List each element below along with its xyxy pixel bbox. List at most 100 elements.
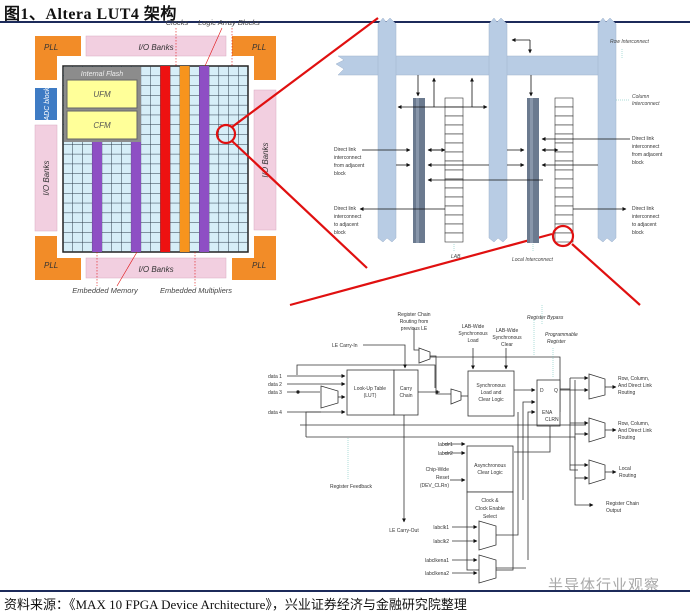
svg-text:Look-Up Table: Look-Up Table <box>354 386 386 392</box>
figure-title: 图1、Altera LUT4 架构 <box>4 6 177 23</box>
svg-text:Output: Output <box>606 508 622 514</box>
multiplier-column <box>179 66 190 252</box>
svg-text:CLRN: CLRN <box>545 417 559 423</box>
logic-element-cell <box>554 133 574 144</box>
svg-text:Interconnect: Interconnect <box>632 101 660 107</box>
svg-text:Clock Enable: Clock Enable <box>475 506 505 512</box>
logic-element-cell <box>444 214 464 225</box>
clock-mux <box>478 520 497 551</box>
svg-text:Q: Q <box>554 388 558 394</box>
logic-element-cell <box>444 97 464 108</box>
clocks-label: Clocks <box>166 18 189 27</box>
register-bypass-label: Register Bypass <box>527 315 564 321</box>
source-note: 资料来源：《MAX 10 FPGA Device Architecture》，兴… <box>4 597 467 612</box>
svg-text:Direct link: Direct link <box>632 136 654 142</box>
memory-column <box>131 142 141 252</box>
svg-text:Synchronous: Synchronous <box>476 383 506 389</box>
svg-text:(LUT): (LUT) <box>364 393 377 399</box>
clock-column <box>160 66 171 252</box>
le-carry-out-label: LE Carry-Out <box>389 528 419 534</box>
svg-text:block: block <box>334 171 346 177</box>
svg-text:to adjacent: to adjacent <box>632 222 657 228</box>
callout-line <box>231 17 379 128</box>
svg-text:Register: Register <box>547 339 566 345</box>
svg-text:I/O Banks: I/O Banks <box>261 142 270 177</box>
logic-element-cell <box>444 142 464 153</box>
pll-bottom-left: PLL <box>35 236 81 280</box>
svg-text:Routing: Routing <box>619 473 636 479</box>
svg-text:I/O Banks: I/O Banks <box>42 160 51 195</box>
logic-array-blocks-label: Logic Array Blocks <box>198 18 260 27</box>
svg-text:block: block <box>632 230 644 236</box>
svg-text:Chip-Wide: Chip-Wide <box>426 467 450 473</box>
ufm-block <box>66 79 138 109</box>
logic-element-cell <box>554 115 574 126</box>
top-rule <box>0 21 690 23</box>
svg-text:D: D <box>540 388 544 394</box>
svg-text:Reset: Reset <box>436 475 450 481</box>
svg-text:labclk2: labclk2 <box>433 539 449 545</box>
svg-text:block: block <box>334 230 346 236</box>
logic-element-cell <box>444 196 464 207</box>
mux <box>418 347 431 364</box>
mux <box>450 388 462 405</box>
flip-flop <box>536 379 561 427</box>
svg-text:Direct link: Direct link <box>632 206 654 212</box>
logic-element-cell <box>554 205 574 216</box>
mux <box>320 385 339 409</box>
cfm-block <box>66 110 138 140</box>
svg-text:Chain: Chain <box>399 393 412 399</box>
svg-text:Column: Column <box>632 94 649 100</box>
logic-element-cell <box>444 124 464 135</box>
watermark: 半导体行业观察 <box>548 577 661 594</box>
logic-element-cell <box>554 196 574 207</box>
svg-text:I/O Banks: I/O Banks <box>138 265 173 274</box>
pll-top-right: PLL <box>232 36 276 80</box>
svg-text:from adjacent: from adjacent <box>632 152 663 158</box>
svg-text:block: block <box>632 160 644 166</box>
logic-element-cell <box>444 151 464 162</box>
output-mux <box>588 459 606 485</box>
logic-element-cell <box>554 178 574 189</box>
svg-text:labclr2: labclr2 <box>438 451 453 457</box>
svg-text:Synchronous: Synchronous <box>492 335 522 341</box>
logic-element-cell <box>554 142 574 153</box>
embedded-multipliers-label: Embedded Multipliers <box>160 286 232 295</box>
svg-text:Clear: Clear <box>501 342 513 348</box>
callout-line <box>289 232 553 307</box>
io-bank-right: I/O Banks <box>253 89 277 231</box>
svg-text:I/O Banks: I/O Banks <box>138 43 173 52</box>
svg-text:Direct link: Direct link <box>334 206 356 212</box>
svg-text:previous LE: previous LE <box>401 326 428 332</box>
svg-text:Local: Local <box>619 466 631 472</box>
svg-text:data 4: data 4 <box>268 410 282 416</box>
callout-circle-le <box>551 224 575 248</box>
logic-element-cell <box>444 115 464 126</box>
svg-text:Load: Load <box>467 338 478 344</box>
svg-text:ADC block: ADC block <box>44 87 51 122</box>
lab-stack <box>444 97 464 243</box>
chip-floorplan: PLL PLL PLL PLL I/O Banks I/O Banks I/O … <box>34 18 277 295</box>
row-interconnect-bar <box>335 55 611 76</box>
svg-text:Row, Column,: Row, Column, <box>618 421 649 427</box>
svg-text:Clear Logic: Clear Logic <box>478 397 504 403</box>
local-interconnect-label: Local Interconnect <box>512 257 553 263</box>
svg-text:Carry: Carry <box>400 386 413 392</box>
svg-text:Internal Flash: Internal Flash <box>81 71 124 78</box>
direct-link-to-label-left: Direct link interconnect to adjacent blo… <box>334 206 362 236</box>
svg-text:interconnect: interconnect <box>334 214 362 220</box>
svg-text:Clear Logic: Clear Logic <box>477 470 503 476</box>
pll-label: PLL <box>44 261 58 270</box>
direct-link-from-label-left: Direct link interconnect from adjacent b… <box>334 147 365 177</box>
svg-text:Load and: Load and <box>481 390 502 396</box>
embedded-memory-label: Embedded Memory <box>72 286 139 295</box>
logic-element-cell <box>554 151 574 162</box>
le-carry-in-label: LE Carry-In <box>332 343 358 349</box>
lab-stack <box>554 97 574 243</box>
output-mux <box>588 417 606 443</box>
logic-element-cell <box>554 169 574 180</box>
logic-element-cell <box>444 187 464 198</box>
svg-text:interconnect: interconnect <box>632 214 660 220</box>
svg-text:And Direct Link: And Direct Link <box>618 428 652 434</box>
logic-element-cell <box>554 97 574 108</box>
